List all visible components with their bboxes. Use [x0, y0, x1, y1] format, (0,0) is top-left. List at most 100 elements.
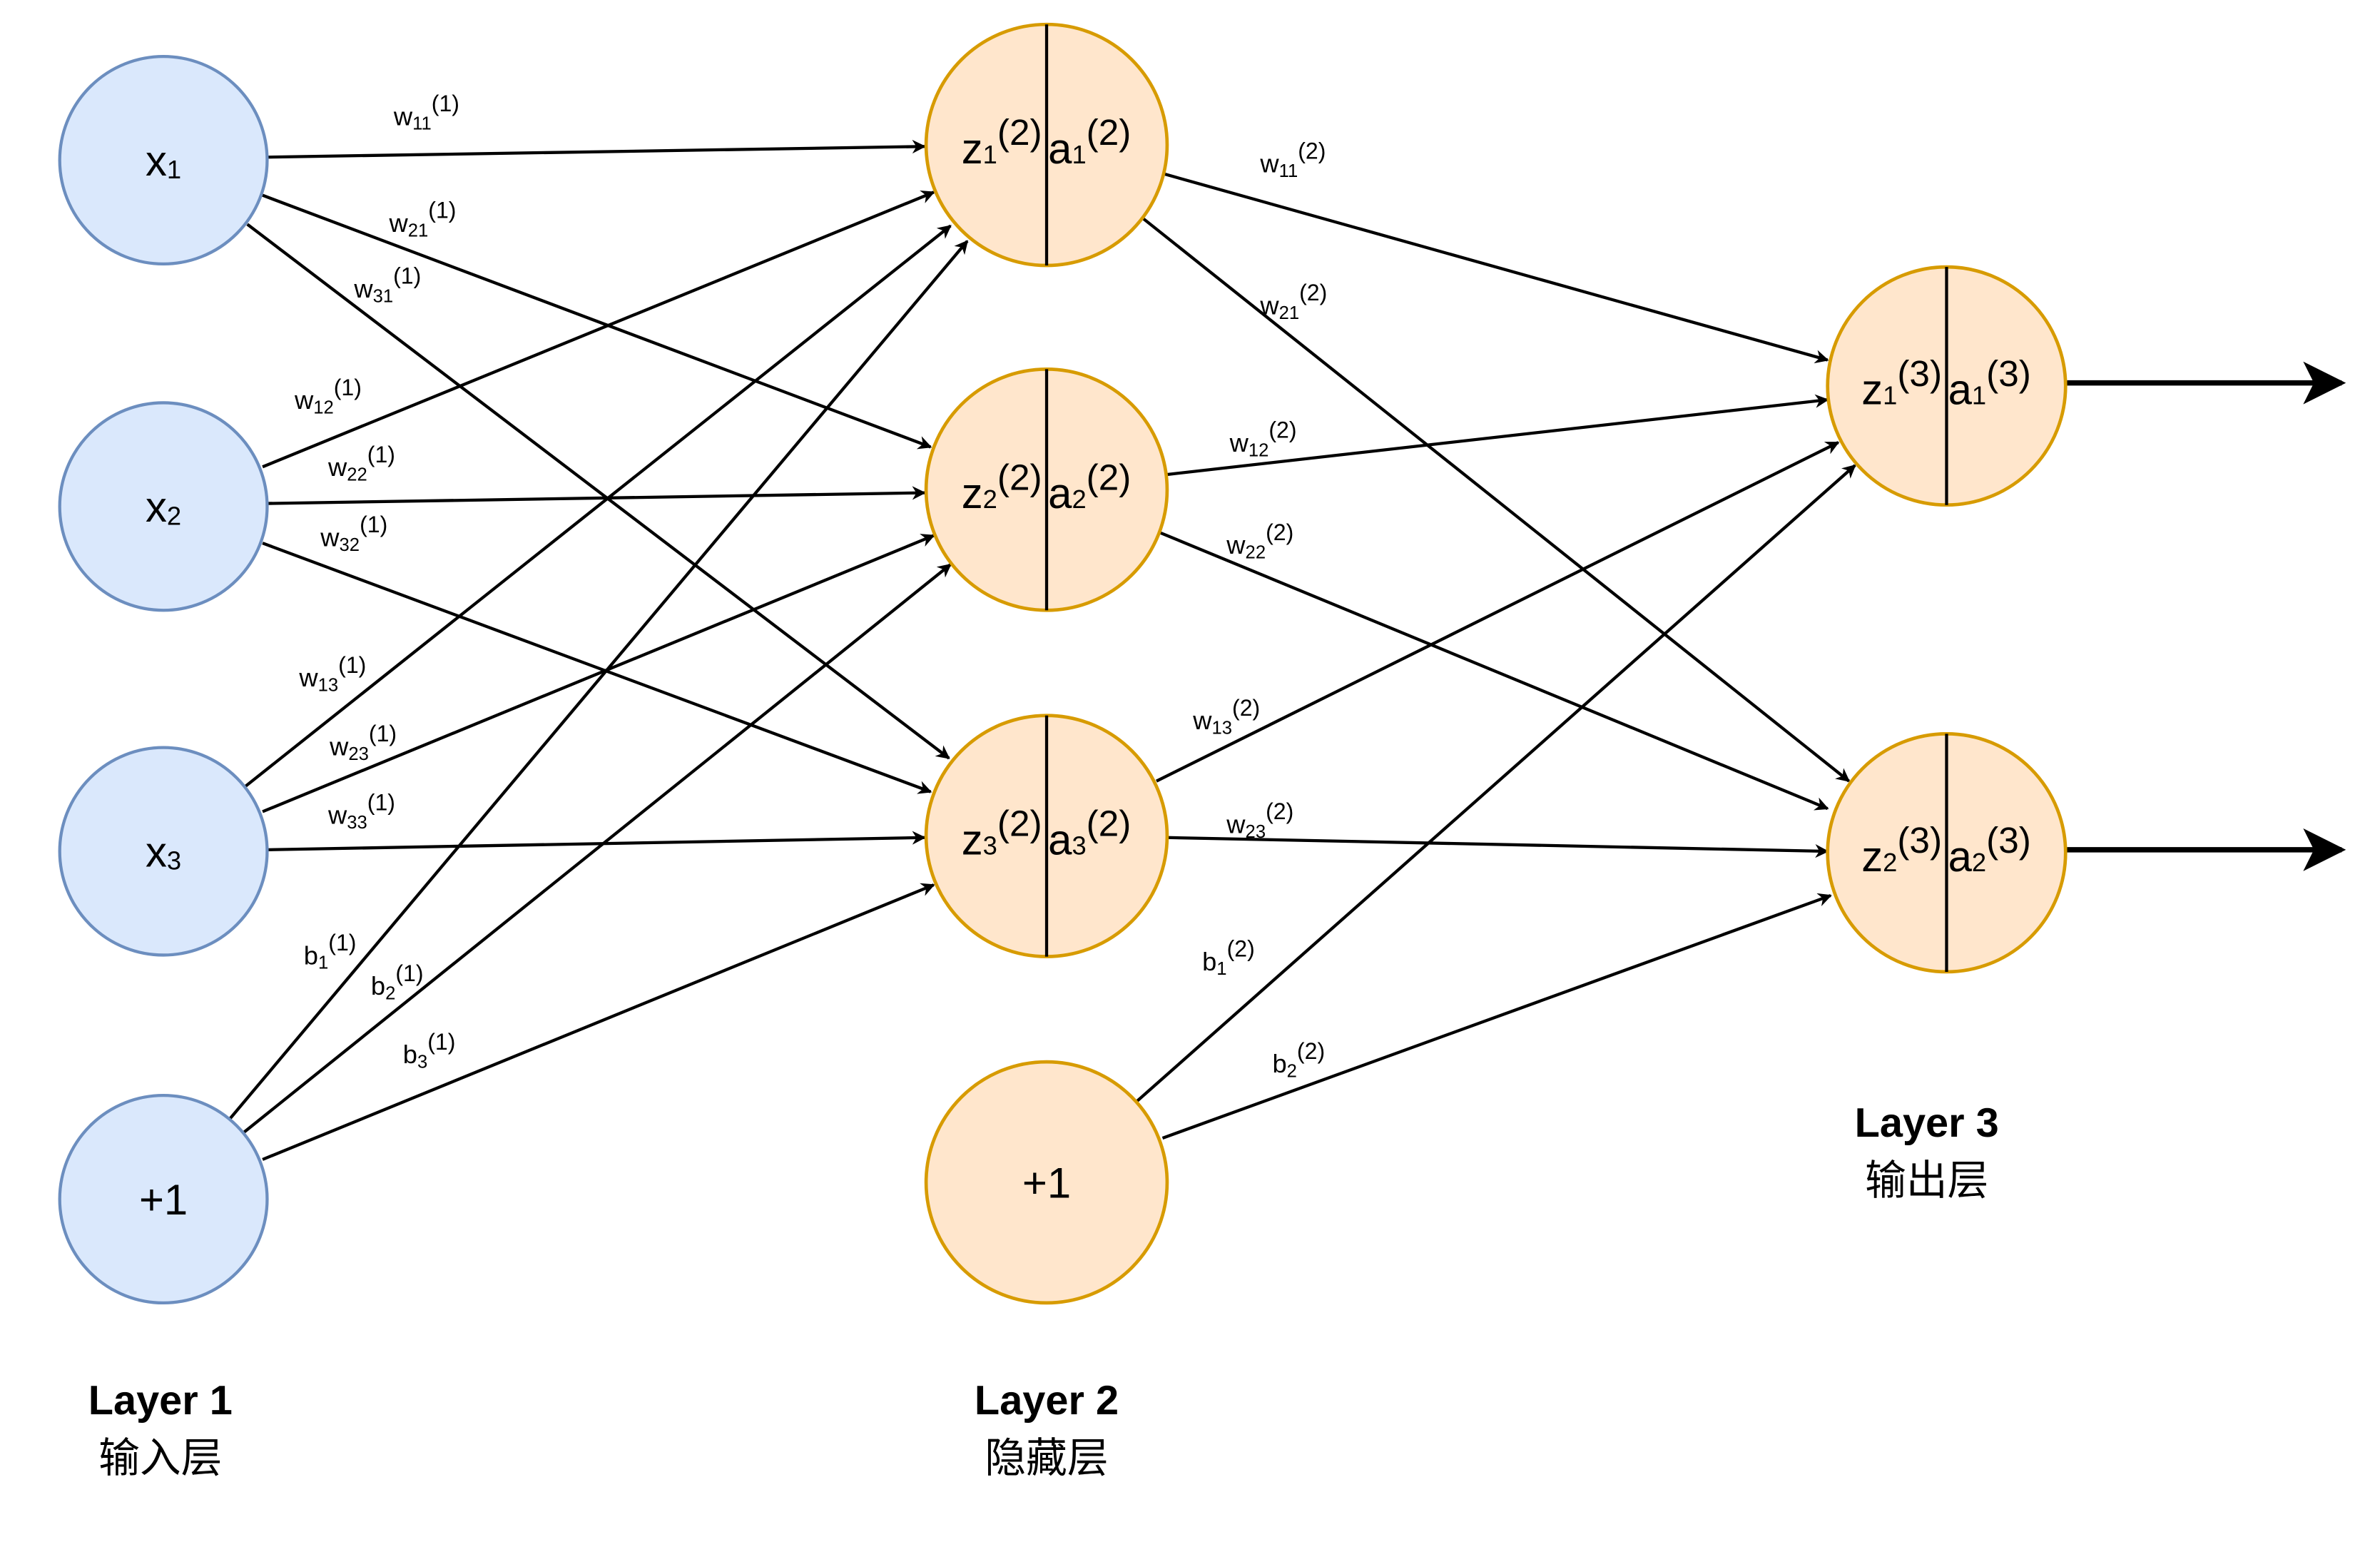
- text-part: a: [1048, 816, 1072, 863]
- edge-arrow: [243, 224, 952, 788]
- node-a-label: a3(2): [1048, 803, 1131, 864]
- edge-arrow: [1164, 172, 1829, 364]
- input-node-x1: [58, 54, 269, 266]
- edge-weight-label: w11(2): [1259, 138, 1326, 181]
- text-part: x: [146, 483, 167, 531]
- text-part: (2): [997, 803, 1042, 844]
- text-part: (2): [1087, 457, 1131, 497]
- text-part: 1: [1072, 140, 1086, 169]
- text-part: (2): [1299, 280, 1327, 305]
- edge-arrow: [267, 139, 926, 159]
- input-node-label: x2: [146, 483, 181, 531]
- text-part: (2): [1268, 417, 1296, 443]
- edge-arrow: [243, 563, 952, 1134]
- text-part: (1): [428, 198, 456, 223]
- text-part: w: [327, 801, 347, 830]
- text-part: +1: [139, 1176, 188, 1224]
- text-part: b: [403, 1040, 417, 1069]
- edge-arrow: [267, 831, 926, 852]
- edge-weight-label: w23(1): [329, 721, 397, 764]
- hidden-bias-label: +1: [1022, 1159, 1071, 1207]
- edge-weight-label: b2(2): [1272, 1038, 1325, 1082]
- text-part: 22: [347, 465, 367, 485]
- text-part: 22: [1246, 543, 1266, 563]
- edge-weight-label: b2(1): [371, 960, 424, 1004]
- edge-weight-label: w22(1): [327, 442, 395, 485]
- edge-arrow: [1159, 531, 1829, 811]
- text-part: (2): [1298, 138, 1326, 163]
- text-part: (3): [1986, 353, 2031, 394]
- edge-weight-label: w13(1): [298, 652, 366, 696]
- text-part: w: [353, 274, 373, 303]
- edge-weight-label: w23(2): [1226, 798, 1293, 842]
- text-part: 3: [983, 831, 997, 860]
- text-part: w: [329, 731, 349, 761]
- edge-arrow: [1161, 893, 1832, 1140]
- text-part: 11: [1279, 161, 1298, 181]
- text-part: 1: [167, 155, 181, 184]
- text-part: a: [1048, 470, 1072, 517]
- text-part: 1: [1972, 381, 1986, 410]
- text-part: (2): [1266, 519, 1293, 545]
- text-part: (3): [1897, 353, 1942, 394]
- text-part: 12: [313, 397, 334, 417]
- text-part: (2): [1087, 112, 1131, 153]
- text-part: z: [1861, 833, 1883, 881]
- node-z-label: z1(2): [962, 112, 1042, 173]
- text-part: (2): [1232, 695, 1260, 721]
- edge-weight-label: w13(2): [1192, 695, 1260, 739]
- text-part: 13: [318, 676, 339, 696]
- text-part: 1: [1883, 381, 1897, 410]
- text-part: 11: [412, 114, 432, 134]
- node-z-label: z1(3): [1861, 353, 1942, 414]
- text-part: 3: [417, 1053, 427, 1072]
- hidden-bias-node: [924, 1060, 1169, 1305]
- text-part: z: [962, 470, 983, 517]
- text-part: w: [320, 522, 340, 552]
- text-part: 2: [1972, 848, 1986, 877]
- text-part: w: [1259, 149, 1279, 178]
- input-node-label: x1: [146, 137, 181, 185]
- edge-weight-label: b1(2): [1202, 936, 1255, 980]
- layer-title: Layer 2: [975, 1378, 1119, 1424]
- edge-weight-label: b3(1): [403, 1029, 456, 1072]
- edge-arrow: [1166, 836, 1829, 858]
- text-part: 2: [1287, 1061, 1297, 1081]
- text-part: (1): [367, 442, 395, 467]
- text-part: (1): [360, 512, 387, 537]
- text-part: 1: [1216, 959, 1226, 979]
- text-part: w: [1226, 809, 1246, 838]
- text-part: (1): [432, 91, 459, 116]
- layer-subtitle: 输出层: [1865, 1158, 1988, 1204]
- text-part: (1): [369, 721, 397, 746]
- edge-arrow: [262, 193, 932, 450]
- text-part: 13: [1212, 718, 1233, 738]
- text-part: x: [146, 137, 167, 185]
- text-part: b: [304, 940, 318, 970]
- text-part: w: [1226, 530, 1246, 559]
- text-part: a: [1948, 833, 1973, 881]
- text-part: a: [1948, 366, 1973, 414]
- edge-arrow: [228, 240, 969, 1121]
- text-part: (2): [1087, 803, 1131, 844]
- text-part: w: [294, 385, 314, 415]
- node-z-label: z2(2): [962, 457, 1042, 517]
- text-part: (2): [1227, 936, 1255, 962]
- node-z-label: z2(3): [1861, 820, 1942, 881]
- text-part: (1): [334, 375, 362, 400]
- layer-title: Layer 1: [88, 1378, 233, 1424]
- text-part: w: [1229, 428, 1249, 457]
- node-a-label: a1(2): [1048, 112, 1131, 173]
- edge-weight-label: w32(1): [320, 512, 387, 555]
- text-part: 21: [408, 220, 429, 240]
- edge-arrow: [267, 486, 926, 505]
- text-part: 2: [1883, 848, 1897, 877]
- text-part: (1): [427, 1029, 455, 1055]
- edge-weight-label: w21(2): [1259, 280, 1327, 323]
- text-part: (1): [338, 652, 366, 678]
- edges: [228, 139, 2346, 1161]
- input-node-x3: [58, 746, 269, 957]
- text-part: 23: [348, 744, 369, 764]
- text-part: (1): [328, 930, 356, 955]
